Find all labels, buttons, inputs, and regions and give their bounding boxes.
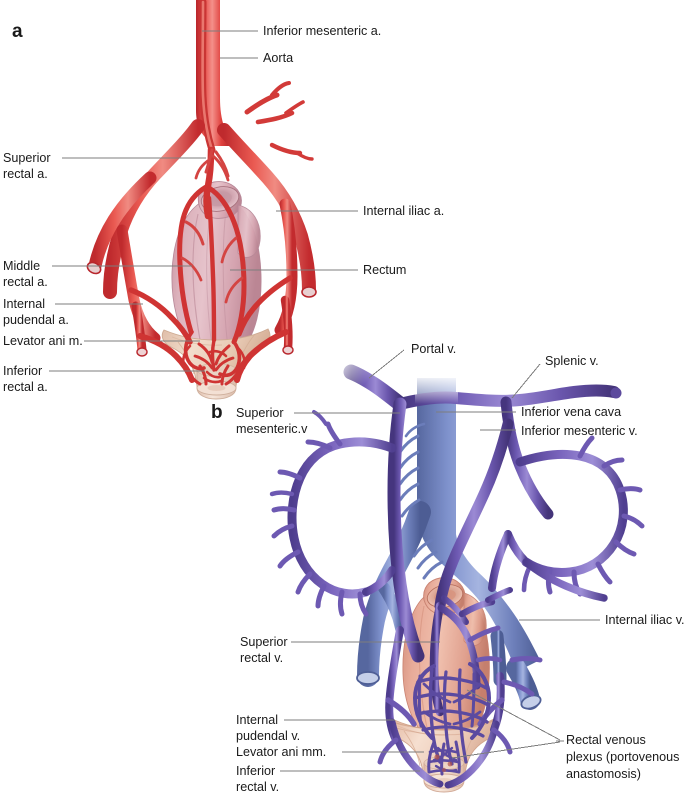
label-internal-iliac-a: Internal iliac a.	[363, 204, 445, 218]
label-inferior-rectal-v-line1: Inferior	[236, 764, 276, 778]
anorectal-plexus-a	[174, 330, 252, 386]
label-internal-pudendal-v-line2: pudendal v.	[236, 729, 301, 743]
label-superior-rectal-v-line1: Superior	[240, 635, 288, 649]
label-internal-pudendal-v-line1: Internal	[236, 713, 279, 727]
label-inferior-rectal-a-line2: rectal a.	[3, 380, 48, 394]
label-internal-iliac-v: Internal iliac v.	[605, 613, 685, 627]
label-inferior-rectal-a-line1: Inferior	[3, 364, 43, 378]
label-middle-rectal-a-line1: Middle	[3, 259, 41, 273]
label-rectum: Rectum	[363, 263, 407, 277]
leader-rectal-venous-plexus-1	[466, 689, 561, 741]
panel-letter-a: a	[12, 21, 23, 42]
label-superior-rectal-a-line2: rectal a.	[3, 167, 48, 181]
panel-b-illustration	[269, 351, 645, 793]
label-rectal-venous-plexus-line3: anastomosis)	[566, 767, 641, 781]
leader-lines	[49, 30, 600, 772]
inferior-vena-cava	[356, 378, 542, 710]
leader-splenic-v	[511, 363, 541, 399]
label-levator-ani-mm: Levator ani mm.	[236, 745, 327, 759]
label-aorta: Aorta	[263, 51, 294, 65]
label-superior-rectal-v-line2: rectal v.	[240, 651, 284, 665]
label-superior-mesenteric-v-line1: Superior	[236, 406, 284, 420]
label-internal-pudendal-a-line1: Internal	[3, 297, 46, 311]
pelvic-veins-b	[377, 626, 543, 789]
label-inferior-mesenteric-v: Inferior mesenteric v.	[521, 424, 638, 438]
label-middle-rectal-a-line2: rectal a.	[3, 275, 48, 289]
label-superior-mesenteric-v-line2: mesenteric.v	[236, 422, 308, 436]
leader-rectal-venous-plexus-2	[451, 741, 561, 759]
panel-a-illustration	[86, 0, 317, 400]
superior-rectal-artery-a	[177, 146, 247, 345]
label-inferior-vena-cava: Inferior vena cava	[521, 405, 622, 419]
label-rectal-venous-plexus-line2: plexus (portovenous	[566, 750, 680, 764]
label-inferior-mesenteric-a: Inferior mesenteric a.	[263, 24, 382, 38]
label-splenic-v: Splenic v.	[545, 354, 599, 368]
right-iliac-arteries-a	[217, 81, 317, 383]
label-internal-pudendal-a-line2: pudendal a.	[3, 313, 69, 327]
rectal-venous-plexus	[412, 662, 492, 776]
leader-portal-v	[368, 349, 405, 379]
label-portal-v: Portal v.	[411, 342, 457, 356]
label-superior-rectal-a-line1: Superior	[3, 151, 51, 165]
label-levator-ani-m: Levator ani m.	[3, 334, 83, 348]
label-inferior-rectal-v-line2: rectal v.	[236, 780, 280, 794]
label-rectal-venous-plexus-line1: Rectal venous	[566, 733, 646, 747]
panel-letter-b: b	[211, 402, 223, 423]
